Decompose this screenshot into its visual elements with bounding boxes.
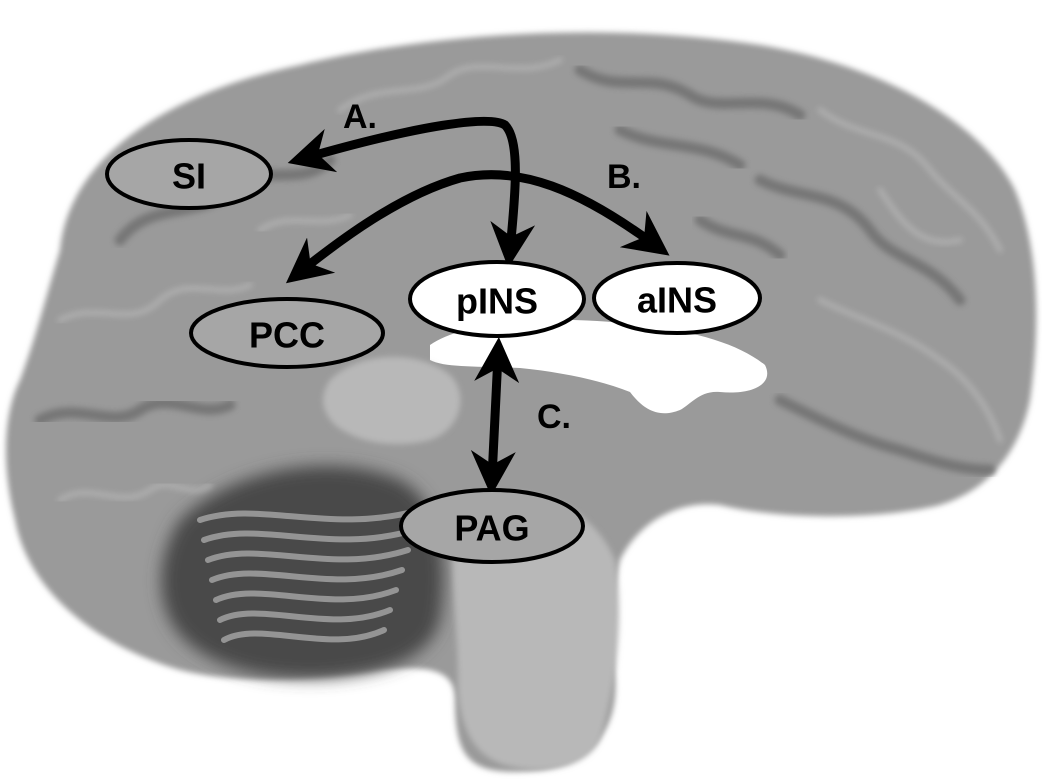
node-pcc: PCC: [189, 297, 385, 369]
cerebellum-folium: [221, 627, 387, 643]
node-pcc-label: PCC: [249, 315, 325, 356]
cortical-fold: [817, 297, 1003, 443]
thalamus: [323, 356, 461, 445]
cerebellum-folium: [197, 507, 423, 523]
cerebellum-folium: [213, 587, 399, 603]
node-pag: PAG: [399, 488, 585, 564]
connection-arrows: [285, 116, 670, 496]
cortical-fold: [694, 214, 786, 261]
pathway-label-a: A.: [343, 98, 377, 136]
cerebellum-folium: [205, 547, 411, 563]
node-pins: pINS: [408, 260, 586, 338]
cortical-fold: [754, 174, 966, 306]
cortical-fold: [57, 482, 213, 503]
cortical-fold: [877, 187, 963, 245]
cortical-fold: [57, 282, 253, 323]
cortical-fold: [614, 124, 746, 171]
cerebellum-folium: [209, 567, 405, 583]
node-ains: aINS: [592, 261, 762, 335]
node-ains-oval: [592, 261, 762, 335]
cortical-fold: [817, 107, 1003, 253]
arrow-c-pins-to-pag: [470, 337, 520, 496]
node-si: SI: [105, 138, 273, 210]
pathway-label-c: C.: [537, 398, 571, 436]
node-pins-oval: [408, 260, 586, 338]
cerebellum-folium: [201, 527, 417, 543]
arrow-a-pins-to-si: [287, 116, 536, 268]
node-pag-oval: [399, 488, 585, 564]
node-pag-label: PAG: [454, 508, 529, 549]
pathway-label-b: B.: [607, 158, 641, 196]
arrow-b-pcc-to-ains: [285, 170, 670, 284]
node-ains-label: aINS: [637, 280, 717, 321]
node-si-oval: [105, 138, 273, 210]
cortical-fold: [34, 397, 236, 426]
cortical-folds: [34, 57, 1003, 643]
cerebellum-folium: [217, 607, 393, 623]
node-pcc-oval: [189, 297, 385, 369]
node-pins-label: pINS: [456, 281, 538, 322]
cortical-fold: [337, 57, 563, 113]
cortical-fold: [574, 64, 806, 121]
node-si-label: SI: [172, 156, 206, 197]
cortical-fold: [774, 394, 996, 476]
